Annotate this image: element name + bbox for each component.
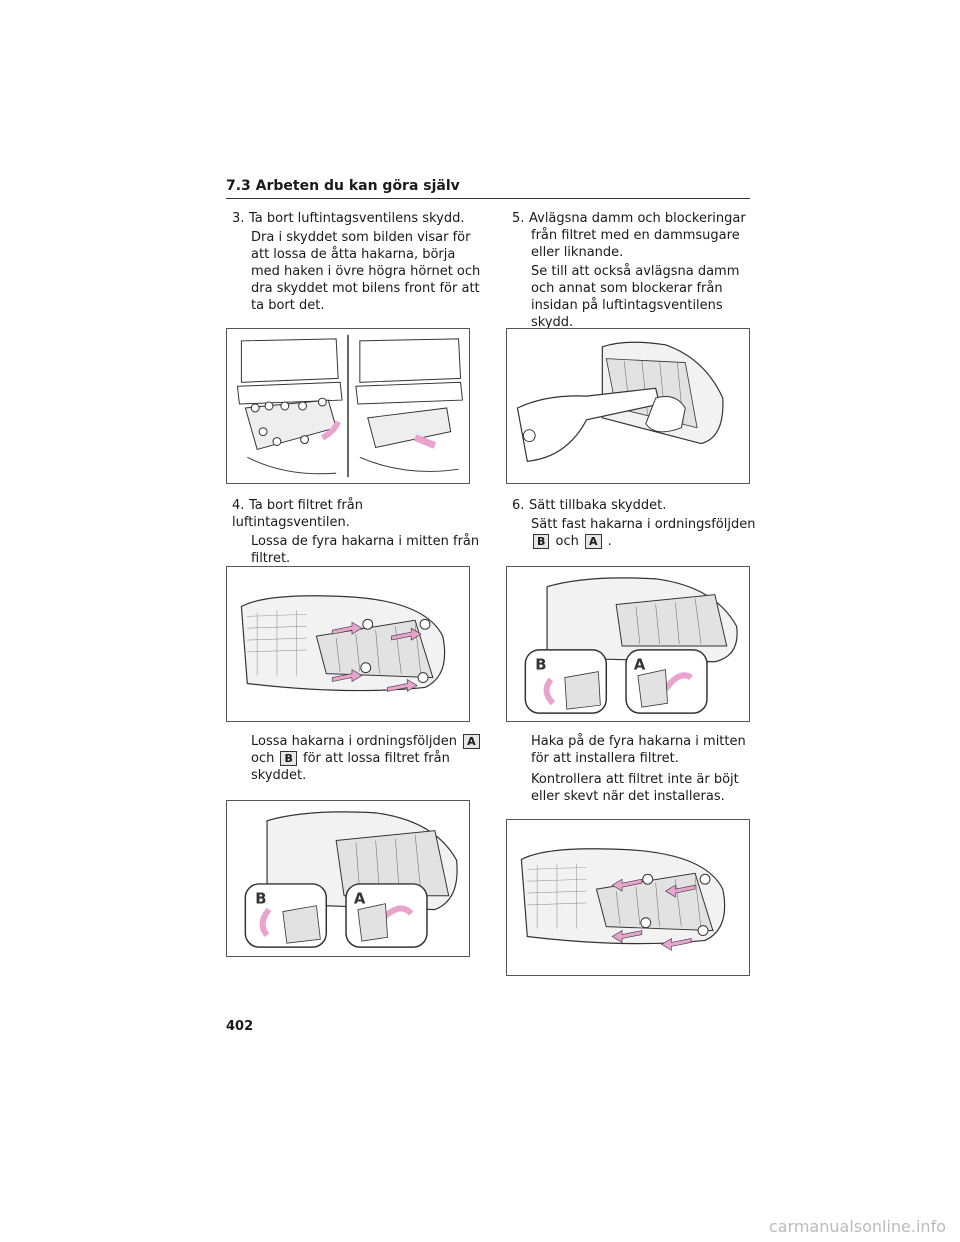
- figure-label-a-2: A: [634, 657, 646, 674]
- step-4-body-2-c: för att lossa filtret från skyddet.: [251, 751, 450, 783]
- step-6-detail: Haka på de fyra hakarna i mitten för att…: [512, 733, 762, 805]
- step-4-detail: Lossa hakarna i ordningsföljden A och B …: [232, 733, 482, 784]
- step-4-body-2: Lossa hakarna i ordningsföljden A och B …: [232, 733, 482, 784]
- step-5-body: Se till att också avlägsna damm och anna…: [531, 264, 740, 330]
- figure-attach-order: B A: [506, 566, 750, 722]
- step-5-number: 5.: [512, 211, 525, 226]
- install-filter-illustration: [520, 848, 726, 951]
- step-4-body-2-a: Lossa hakarna i ordningsföljden: [251, 734, 457, 749]
- figure-label-a: A: [354, 891, 366, 908]
- release-order-illustration: B A: [244, 811, 458, 948]
- key-label-b: B: [280, 751, 297, 766]
- vacuum-filter-illustration: [516, 341, 724, 462]
- step-6-body-3: Kontrollera att filtret inte är böjt ell…: [531, 772, 739, 804]
- step-3-title: Ta bort luftintagsventilens skydd.: [249, 211, 465, 226]
- step-3-number: 3.: [232, 211, 245, 226]
- key-label-b-2: B: [533, 534, 550, 549]
- page-number: 402: [226, 1019, 254, 1034]
- watermark: carmanualsonline.info: [768, 1217, 946, 1236]
- step-6-body-b: och: [555, 534, 579, 549]
- step-3-body: Dra i skyddet som bilden visar för att l…: [251, 230, 481, 313]
- step-4-number: 4.: [232, 498, 245, 513]
- figure-vacuum-filter: [506, 328, 750, 484]
- figure-release-order: B A: [226, 800, 470, 957]
- step-4-body: Lossa de fyra hakarna i mitten från filt…: [251, 534, 480, 566]
- key-label-a-2: A: [585, 534, 602, 549]
- step-6: 6. Sätt tillbaka skyddet. Sätt fast hakar…: [512, 497, 762, 550]
- remove-filter-illustration: [240, 595, 446, 692]
- figure-label-b: B: [255, 891, 266, 908]
- step-6-body-a: Sätt fast hakarna i ordningsföljden: [531, 517, 756, 532]
- step-4-title: Ta bort filtret från luftintagsventilen.: [232, 498, 363, 530]
- step-6-body-2: Haka på de fyra hakarna i mitten för att…: [531, 734, 746, 766]
- step-6-number: 6.: [512, 498, 525, 513]
- step-4: 4.Ta bort filtret från luftintagsventile…: [232, 497, 482, 567]
- figure-remove-filter: [226, 566, 470, 722]
- step-6-body-c: .: [607, 534, 612, 549]
- attach-order-illustration: B A: [524, 577, 738, 714]
- section-header: 7.3 Arbeten du kan göra själv: [226, 178, 750, 199]
- step-6-body: Sätt fast hakarna i ordningsföljden B oc…: [512, 516, 762, 550]
- figure-install-filter: [506, 819, 750, 976]
- step-5-title: Avlägsna damm och blockeringar från filt…: [529, 211, 746, 260]
- key-label-a: A: [463, 734, 480, 749]
- step-3: 3. Ta bort luftintagsventilens skydd. Dra…: [232, 210, 482, 314]
- figure-remove-cover: [226, 328, 470, 484]
- step-6-title: Sätt tillbaka skyddet.: [529, 498, 667, 513]
- step-5: 5. Avlägsna damm och blockeringar från fi…: [512, 210, 762, 331]
- step-4-body-2-b: och: [251, 751, 275, 766]
- figure-label-b-2: B: [535, 657, 546, 674]
- remove-cover-illustration: [236, 334, 464, 478]
